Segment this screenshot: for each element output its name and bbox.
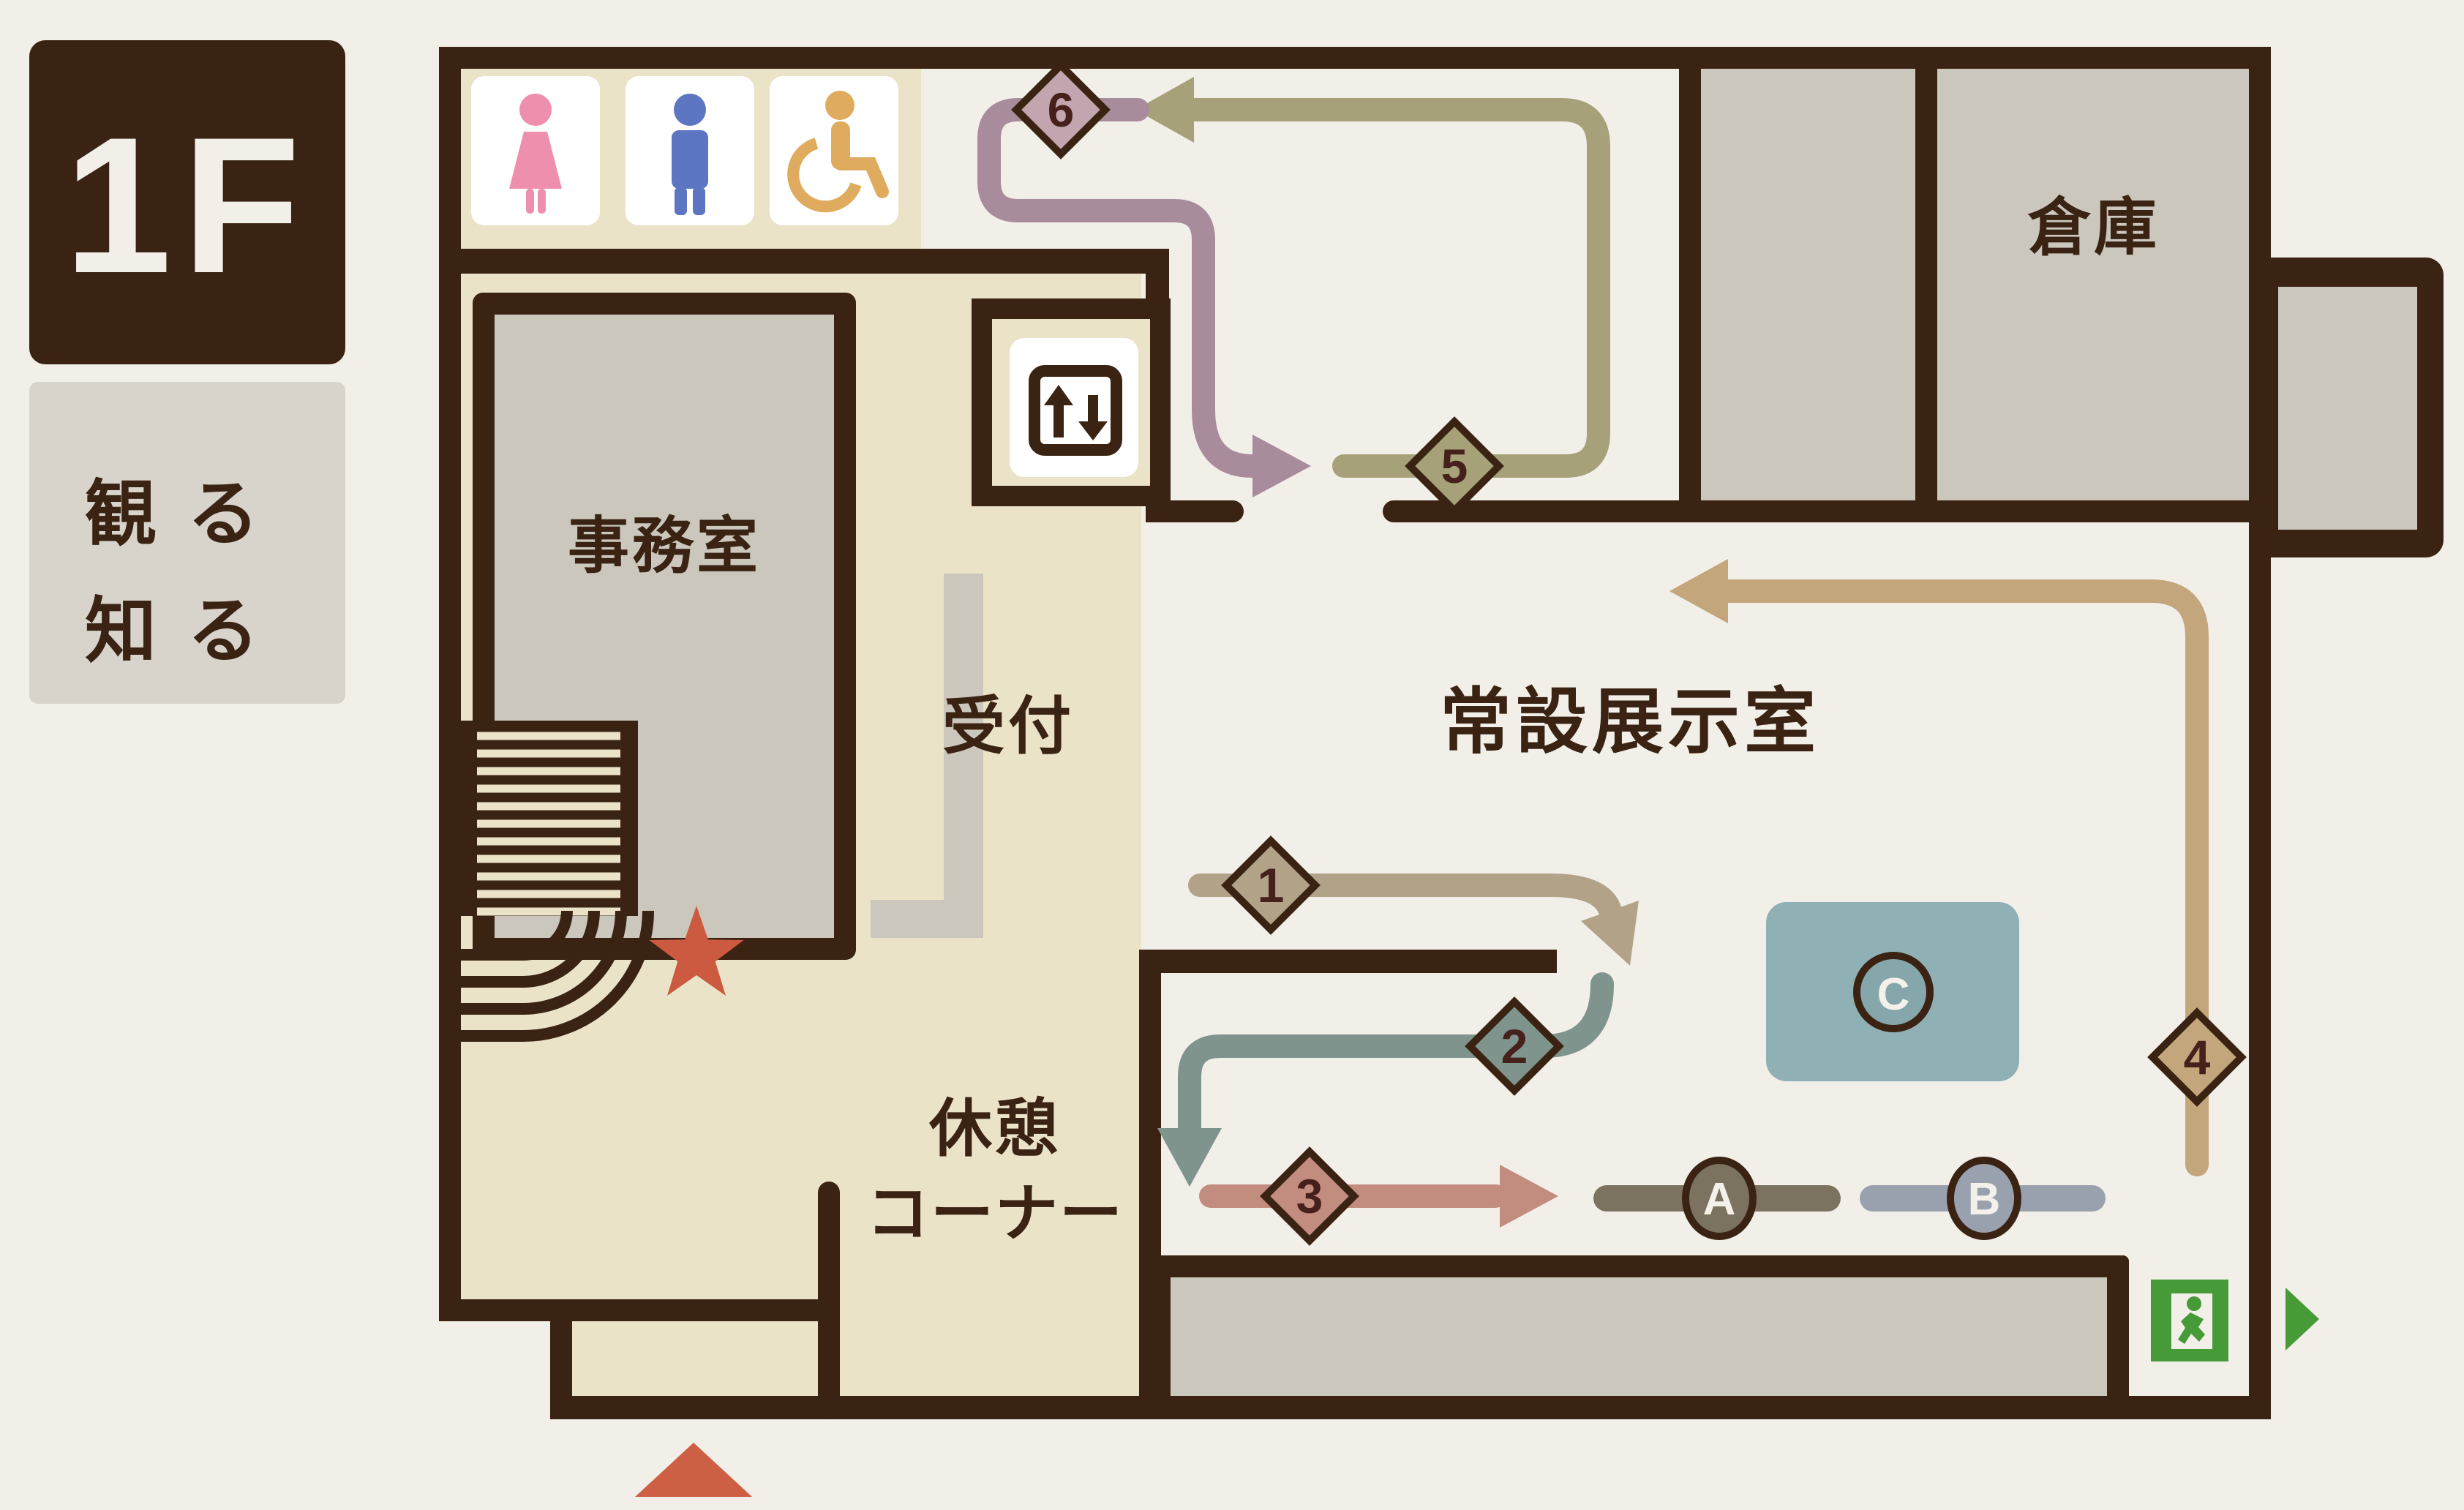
wall-corridor-south <box>1383 500 2271 522</box>
tagline-line2: 知る <box>85 590 290 671</box>
exhibit-a-label: A <box>1703 1174 1736 1225</box>
vestibule-floor <box>572 1321 818 1397</box>
stop-1: 1 <box>1221 835 1321 935</box>
route-6 <box>977 98 1311 497</box>
stair-arc-1 <box>461 910 573 961</box>
exhibit-c: C <box>1766 902 2019 1081</box>
stop-6-diamond <box>1011 60 1111 159</box>
exhibit-b: B <box>1860 1157 2106 1240</box>
wall-bottom <box>550 1396 2271 1419</box>
floor-badge-label: 1F <box>64 97 310 314</box>
running-man-icon <box>2178 1296 2205 1344</box>
tagline-box <box>29 382 345 704</box>
stop-6-label: 6 <box>1048 83 1075 137</box>
wall-room-divider-2 <box>1915 47 1937 522</box>
stop-5-diamond <box>1405 416 1504 516</box>
stop-2-diamond <box>1465 996 1564 1096</box>
stop-5-label: 5 <box>1441 439 1468 493</box>
elevator-up-arrow-head <box>1044 385 1073 405</box>
route-5-line <box>1166 98 1610 478</box>
wall-rest-corner <box>818 1182 840 1419</box>
exhibit-a: A <box>1593 1157 1841 1240</box>
exit-marker <box>2285 1288 2319 1351</box>
restrooms <box>471 76 898 225</box>
stop-4-label: 4 <box>2184 1030 2211 1084</box>
floor-badge-box <box>29 40 345 364</box>
stop-3-diamond <box>1260 1146 1359 1246</box>
route-1-line <box>1188 874 1622 923</box>
stair-arc-3 <box>461 910 627 1015</box>
elevator-icon-frame <box>1029 365 1122 456</box>
route-2-arrowhead <box>1157 1128 1222 1187</box>
annex-floor <box>2278 287 2417 530</box>
route-3-arrowhead <box>1500 1165 1558 1228</box>
tagline-line1: 観る <box>85 473 290 554</box>
reception-label: 受付 <box>942 691 1074 762</box>
elevator-down-arrow-head <box>1078 421 1108 440</box>
entrance-marker <box>635 1443 752 1497</box>
stop-3-label: 3 <box>1296 1169 1323 1223</box>
storage-label: 倉庫 <box>2027 192 2160 263</box>
stair-arc-2 <box>461 910 600 988</box>
exhibit-b-marker <box>1947 1157 2021 1240</box>
wheelchair-icon <box>787 91 889 213</box>
exhibit-c-label: C <box>1877 969 1910 1020</box>
storage-room <box>1937 69 2249 506</box>
route-4-line <box>1715 579 2209 1176</box>
route-1 <box>1188 874 1639 966</box>
exhibit-b-label: B <box>1968 1174 2001 1225</box>
walls <box>439 47 2271 1419</box>
stop-3: 3 <box>1260 1146 1359 1246</box>
stair-treads <box>477 732 620 916</box>
stop-1-label: 1 <box>1258 858 1285 912</box>
staircase <box>459 721 638 916</box>
route-4-arrowhead <box>1669 559 1728 623</box>
stop-2: 2 <box>1465 996 1564 1096</box>
stop-6: 6 <box>1011 60 1111 159</box>
wall-below-restrooms <box>439 249 1169 274</box>
tagline-panel: 観る 知る <box>29 382 345 704</box>
wall-left <box>439 47 461 1321</box>
wall-right <box>2249 47 2271 1419</box>
star-icon <box>649 906 744 996</box>
curved-stairs <box>461 910 654 1042</box>
stop-5: 5 <box>1405 416 1504 516</box>
rest-corner-label-1: 休憩 <box>928 1094 1061 1164</box>
exit-sign <box>2151 1280 2228 1361</box>
display-case <box>1149 1255 2129 1419</box>
stair-arc-4 <box>461 910 654 1042</box>
stop-4-diamond <box>2147 1007 2247 1107</box>
wall-top <box>439 47 2271 69</box>
rest-corner-label-2: コーナー <box>866 1179 1124 1249</box>
reception-counter <box>871 574 983 938</box>
route-5 <box>1135 77 1610 478</box>
display-case-top <box>1171 1277 2107 1396</box>
exhibit-c-marker <box>1853 952 1934 1032</box>
elevator-icon <box>1029 365 1122 456</box>
wall-exhibit-horizontal <box>1139 950 1557 973</box>
wall-room-divider-1 <box>1679 47 1701 522</box>
route-5-arrowhead <box>1135 77 1194 143</box>
wall-step-horizontal <box>439 1299 840 1321</box>
stop-2-label: 2 <box>1501 1019 1528 1073</box>
route-6-arrowhead <box>1252 435 1311 497</box>
exhibition-label: 常設展示室 <box>1440 681 1820 762</box>
elevator <box>972 298 1171 506</box>
floor-badge: 1F <box>29 40 345 364</box>
stop-4: 4 <box>2147 1007 2247 1107</box>
route-4 <box>1669 559 2209 1176</box>
annex-room <box>2252 258 2444 557</box>
backroom <box>1701 69 1915 506</box>
female-icon <box>509 94 562 214</box>
stop-1-diamond <box>1221 835 1321 935</box>
rest-corner-floor-south <box>840 1321 1140 1397</box>
route-6-line <box>977 98 1267 478</box>
wall-exhibit-vertical <box>1139 950 1161 1419</box>
route-1-arrowhead <box>1581 901 1639 966</box>
office-label: 事務室 <box>568 511 761 580</box>
exhibit-a-marker <box>1682 1157 1757 1240</box>
male-icon <box>672 94 708 215</box>
